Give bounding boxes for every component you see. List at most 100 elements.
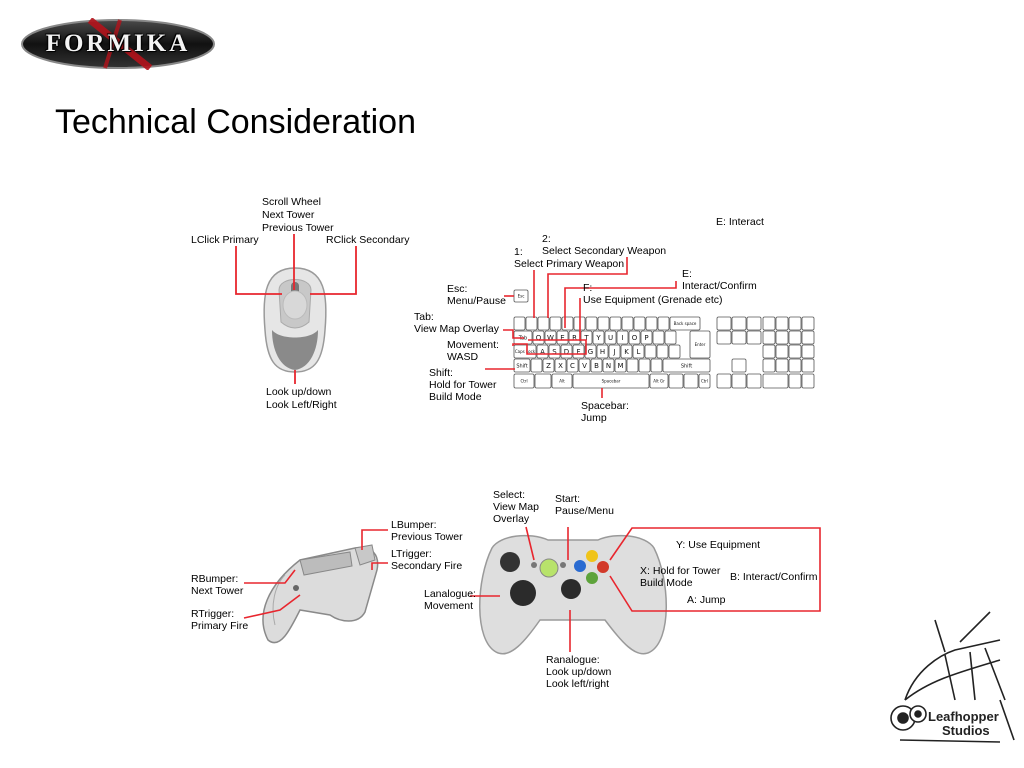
nav-0-1-keycap — [731, 316, 747, 331]
enter-keycap-label: Enter — [695, 342, 706, 347]
studio-name-line-1: Leafhopper — [928, 709, 999, 724]
y-button-label: Y: Use Equipment — [676, 539, 761, 551]
controller-side-callout-lines — [243, 529, 388, 619]
studio-name-line-2: Studios — [942, 723, 990, 738]
numpad-3-2-keycap — [788, 358, 802, 373]
numpad-0-1-keycap — [775, 316, 789, 331]
arrow-left-keycap — [716, 373, 732, 389]
key-m-keycap — [614, 358, 627, 373]
key-t-keycap-label: T — [583, 334, 589, 342]
number-12-keycap — [657, 316, 670, 331]
number-9-keycap — [621, 316, 634, 331]
key-w-keycap-label: W — [547, 334, 554, 342]
bracket-open-keycap — [652, 330, 665, 345]
numpad-del-keycap — [788, 373, 802, 389]
key-v-keycap — [578, 358, 591, 373]
ctrl-right-keycap-label: Ctrl — [701, 378, 708, 383]
numpad-3-0-keycap — [762, 358, 776, 373]
nav-1-2-keycap — [746, 330, 762, 345]
enter-keycap — [689, 330, 711, 359]
windows-right-keycap — [668, 373, 684, 389]
numpad-0-2-keycap — [788, 316, 802, 331]
comma-keycap — [626, 358, 639, 373]
bracket-close-keycap — [664, 330, 677, 345]
number-6-keycap — [585, 316, 598, 331]
mouse-rclick-label: RClick Secondary — [326, 234, 410, 246]
hash-keycap — [668, 344, 681, 359]
rtrigger-action-label: Primary Fire — [191, 620, 249, 632]
select-key-label: Select: — [493, 489, 526, 501]
number-4-keycap — [561, 316, 574, 331]
keyboard-2-key-label: 2: — [542, 233, 551, 245]
mouse-lclick-label: LClick Primary — [191, 234, 259, 246]
key-z-keycap-label: Z — [546, 362, 551, 370]
key-k-keycap-label: K — [624, 348, 629, 356]
number-8-keycap — [609, 316, 622, 331]
ltrigger-action-label: Secondary Fire — [391, 560, 463, 572]
controller-front-graphic — [479, 534, 667, 655]
ctrl-left-keycap-label: Ctrl — [520, 378, 527, 383]
keyboard-tab-key-label: Tab: — [414, 311, 434, 323]
key-j-keycap-label: J — [612, 348, 615, 356]
windows-left-keycap — [534, 373, 552, 389]
keyboard-e-interact-label: E: Interact — [716, 216, 764, 228]
mouse-look-updown-label: Look up/down — [266, 386, 332, 398]
esc-keycap-label: Esc — [518, 293, 525, 298]
numpad-2-0-keycap — [762, 344, 776, 359]
keyboard-esc-key-label: Esc: — [447, 283, 468, 295]
key-d-keycap-label: D — [564, 348, 569, 356]
shift-left-keycap — [513, 358, 531, 373]
key-b-keycap — [590, 358, 603, 373]
menu-keycap — [683, 373, 699, 389]
key-u-keycap — [604, 330, 617, 345]
rbumper-action-label: Next Tower — [191, 585, 244, 597]
keyboard-tab-action-label: View Map Overlay — [414, 323, 500, 335]
alt-gr-keycap — [649, 373, 669, 389]
key-g-keycap-label: G — [588, 348, 593, 356]
key-h-keycap-label: H — [600, 348, 605, 356]
x-button-label-1: X: Hold for Tower — [640, 565, 721, 577]
mouse-callout-lines — [235, 234, 357, 384]
key-v-keycap-label: V — [582, 362, 587, 370]
caps-lock-keycap-label: Caps Lock — [515, 349, 536, 354]
alt-left-keycap-label: Alt — [559, 378, 565, 383]
arrow-right-keycap — [746, 373, 762, 389]
nav-1-0-keycap — [716, 330, 732, 345]
key-o-keycap-label: O — [632, 334, 638, 342]
ltrigger-key-label: LTrigger: — [391, 548, 432, 560]
numpad-enter-keycap — [801, 373, 815, 389]
numpad-3-1-keycap — [775, 358, 789, 373]
select-action-label-1: View Map — [493, 501, 539, 513]
numpad-0-keycap — [762, 373, 789, 389]
ranalogue-action-label-2: Look left/right — [546, 678, 610, 690]
number-11-keycap — [645, 316, 658, 331]
key-l-keycap-label: L — [637, 348, 641, 356]
keyboard-f-action-label: Use Equipment (Grenade etc) — [583, 294, 723, 306]
spacebar-keycap — [572, 373, 650, 389]
key-b-keycap-label: B — [594, 362, 599, 370]
mouse-scroll-wheel-label: Scroll Wheel — [262, 196, 321, 208]
lbumper-action-label: Previous Tower — [391, 531, 463, 543]
mouse-next-tower-label: Next Tower — [262, 209, 315, 221]
numpad-1-0-keycap — [762, 330, 776, 345]
ctrl-right-keycap — [698, 373, 711, 389]
period-keycap — [638, 358, 651, 373]
keyboard-esc-action-label: Menu/Pause — [447, 295, 506, 307]
backspace-keycap-label: Back space — [674, 321, 697, 326]
ctrl-left-keycap — [513, 373, 535, 389]
mouse-graphic — [263, 267, 327, 373]
key-m-keycap-label: M — [617, 362, 623, 370]
key-x-keycap — [554, 358, 567, 373]
key-x-keycap-label: X — [558, 362, 563, 370]
numpad-2-3-keycap — [801, 344, 815, 359]
slash-keycap — [650, 358, 663, 373]
key-q-keycap-label: Q — [536, 334, 542, 342]
b-button-label: B: Interact/Confirm — [730, 571, 818, 583]
number-3-keycap — [549, 316, 562, 331]
number-10-keycap — [633, 316, 646, 331]
key-p-keycap-label: P — [644, 334, 648, 342]
number-1-keycap — [525, 316, 538, 331]
key-y-keycap-label: Y — [595, 334, 601, 342]
key-e-keycap-label: E — [560, 334, 564, 342]
key-u-keycap-label: U — [608, 334, 613, 342]
